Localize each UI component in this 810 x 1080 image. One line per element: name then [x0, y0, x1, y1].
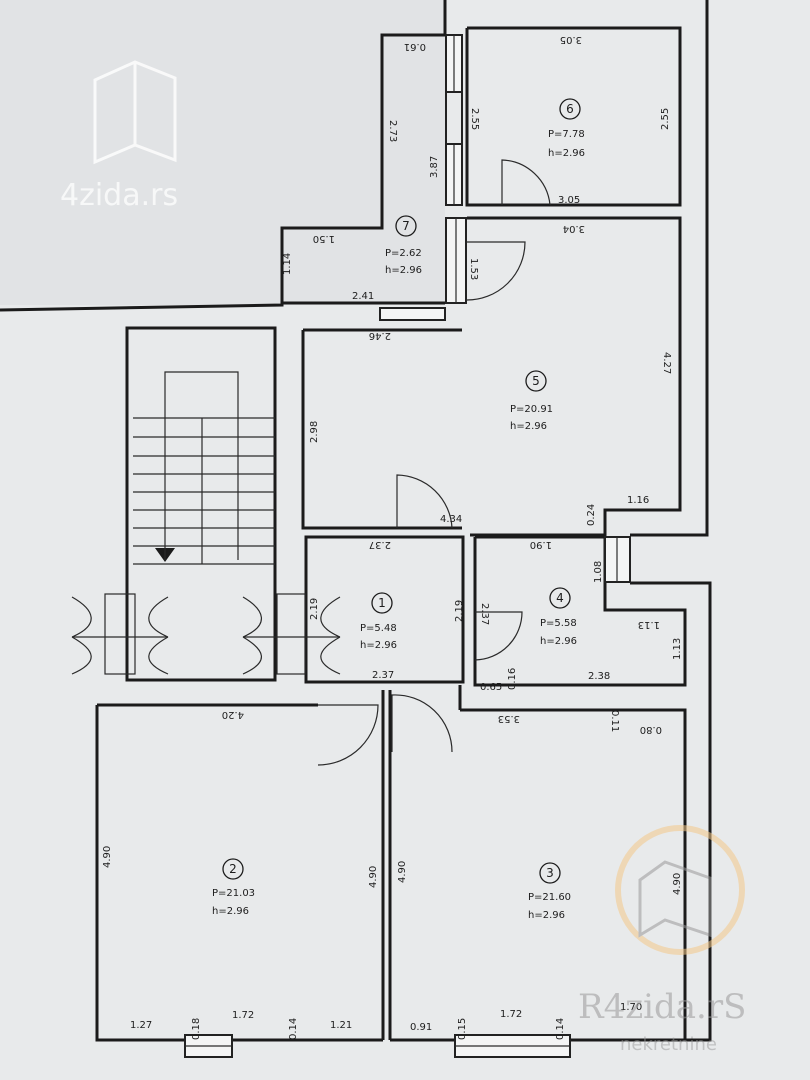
watermark-logo-top: [93, 60, 177, 165]
dim-label: 1.14: [282, 253, 293, 275]
room-7: 7 P=2.62 h=2.96: [385, 215, 422, 276]
dim-label: 4.20: [222, 709, 244, 720]
dim-label: 4.90: [397, 861, 408, 883]
windows: [184, 34, 631, 1058]
dim-label: 1.08: [593, 561, 604, 583]
room-area: P=21.60: [528, 892, 571, 903]
dim-label: 4.34: [440, 514, 462, 525]
landing-doors: [71, 593, 341, 675]
room-area: P=7.78: [548, 129, 585, 140]
dim-label: 4.90: [368, 866, 379, 888]
dim-label: 2.37: [372, 670, 394, 681]
dim-label: 0.18: [191, 1018, 202, 1040]
stairs: [133, 371, 275, 565]
dim-label: 2.55: [660, 108, 671, 130]
dim-label: 1.50: [313, 233, 335, 244]
dim-label: 3.87: [429, 156, 440, 178]
dim-label: 2.46: [369, 330, 391, 341]
watermark-text-top: 4zida.rs: [60, 178, 178, 213]
dim-label: 4.90: [672, 873, 683, 895]
room-area: P=20.91: [510, 404, 553, 415]
dim-label: 0.91: [410, 1022, 432, 1033]
room-number: 6: [566, 102, 574, 116]
dim-label: 2.98: [309, 421, 320, 443]
dim-label: 1.13: [638, 619, 660, 630]
dim-label: 2.73: [387, 120, 398, 142]
room-6: 6 P=7.78 h=2.96: [548, 98, 585, 159]
doors: [317, 159, 551, 766]
room-height: h=2.96: [510, 421, 547, 432]
dim-label: 3.53: [498, 713, 520, 724]
room-number: 1: [378, 596, 386, 610]
watermark-text-bottom: R4zida.rS: [578, 987, 746, 1027]
room-3: 3 P=21.60 h=2.96: [528, 862, 571, 921]
exterior-shade: [0, 0, 445, 305]
room-area: P=2.62: [385, 248, 422, 259]
room-4: 4 P=5.58 h=2.96: [540, 587, 577, 647]
room-2: 2 P=21.03 h=2.96: [212, 858, 255, 917]
dim-label: 1.21: [330, 1020, 352, 1031]
dim-label: 2.41: [352, 291, 374, 302]
dim-label: 4.90: [102, 846, 113, 868]
dim-label: 1.70: [620, 1002, 642, 1013]
dim-label: 3.05: [560, 34, 582, 45]
room-height: h=2.96: [212, 906, 249, 917]
watermark-logo-bottom: [615, 825, 745, 955]
room-number: 7: [402, 219, 410, 233]
room-height: h=2.96: [528, 910, 565, 921]
dim-label: 3.04: [563, 223, 585, 234]
dim-label: 2.37: [479, 603, 490, 625]
watermark-subtext-bottom: nekretnine: [620, 1034, 717, 1055]
dim-label: 2.19: [309, 598, 320, 620]
dim-label: 1.16: [627, 495, 649, 506]
room-area: P=5.48: [360, 623, 397, 634]
dim-label: 0.61: [404, 41, 426, 52]
dim-label: 2.55: [469, 108, 480, 130]
dim-label: 1.53: [468, 258, 479, 280]
dim-label: 1.72: [500, 1009, 522, 1020]
dim-label: 1.72: [232, 1010, 254, 1021]
room-area: P=21.03: [212, 888, 255, 899]
dim-label: 0.24: [586, 504, 597, 526]
dim-label: 2.37: [369, 539, 391, 550]
dim-label: 2.19: [454, 600, 465, 622]
room-number: 2: [229, 862, 237, 876]
room-number: 3: [546, 866, 554, 880]
dim-label: 1.13: [672, 638, 683, 660]
room-number: 4: [556, 591, 564, 605]
dim-label: 0.15: [457, 1018, 468, 1040]
dim-label: 0.14: [555, 1018, 566, 1040]
dim-label: 1.90: [530, 539, 552, 550]
dim-label: 3.05: [558, 195, 580, 206]
room-area: P=5.58: [540, 618, 577, 629]
dim-label: 0.16: [507, 668, 518, 690]
room-height: h=2.96: [548, 148, 585, 159]
room-5: 5 P=20.91 h=2.96: [510, 370, 553, 432]
dim-label: 1.27: [130, 1020, 152, 1031]
room-height: h=2.96: [385, 265, 422, 276]
dimension-labels: 0.61 3.05 2.73 2.55 2.55 3.87 3.05 3.04 …: [102, 34, 683, 1040]
dim-label: 4.27: [661, 352, 672, 374]
room-height: h=2.96: [360, 640, 397, 651]
dim-label: 0.65: [480, 682, 502, 693]
dim-label: 2.38: [588, 671, 610, 682]
dim-label: 0.11: [609, 710, 620, 732]
room-height: h=2.96: [540, 636, 577, 647]
room-number: 5: [532, 374, 540, 388]
room-1: 1 P=5.48 h=2.96: [360, 592, 397, 651]
dim-label: 0.80: [640, 724, 662, 735]
dim-label: 0.14: [288, 1018, 299, 1040]
